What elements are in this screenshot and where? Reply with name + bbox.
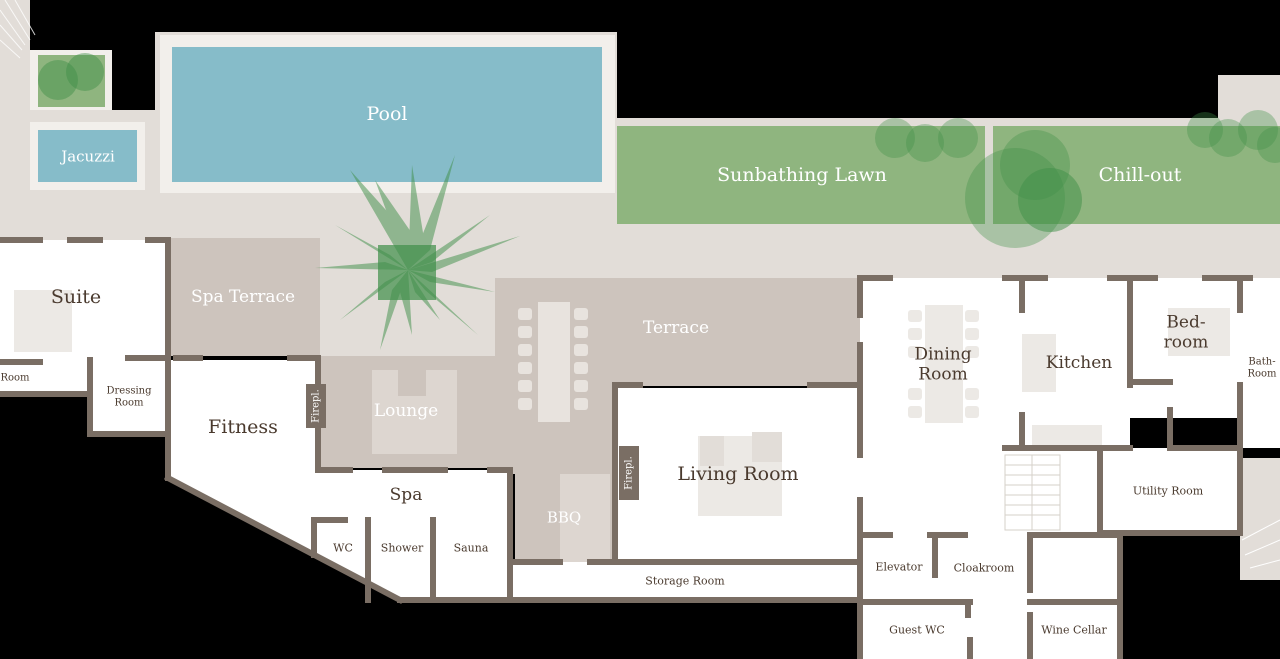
staircase [1004,454,1061,531]
label-bathroom: Bath- Room [1247,357,1276,380]
label-dining-room: Dining Room [914,345,971,384]
interior-furniture [14,290,1230,516]
sunbathing-lawn [617,126,987,224]
jacuzzi [38,130,137,182]
label-chill-out: Chill-out [1098,164,1182,187]
label-pool: Pool [366,103,408,126]
terraces [170,238,860,564]
planter-lawn [38,55,105,107]
label-shower: Shower [380,541,424,555]
dining-chairs [908,310,979,418]
label-fireplace-living: Firepl. [623,456,635,490]
label-wc: WC [333,541,353,555]
lounge-furniture [372,366,457,454]
trees [38,53,1280,248]
label-bedroom: Bed- room [1164,313,1209,352]
label-room-left: Room [0,372,30,384]
label-spa-terrace: Spa Terrace [190,287,296,308]
label-bathroom-line1: Bath- [1248,356,1276,368]
label-wine-cellar: Wine Cellar [1041,623,1107,637]
label-terrace: Terrace [642,318,710,339]
label-fitness: Fitness [208,416,278,439]
label-living-room: Living Room [677,463,799,486]
label-fireplace-lounge: Firepl. [310,389,322,423]
bbq-counter [560,474,610,564]
label-jacuzzi: Jacuzzi [61,147,115,166]
terrace-dining-table [518,302,588,422]
label-sunbathing-lawn: Sunbathing Lawn [717,164,887,187]
label-bedroom-line2: room [1163,332,1209,352]
label-dressing-line1: Dressing [106,385,152,397]
label-bbq: BBQ [546,508,582,527]
label-sauna: Sauna [453,541,489,555]
label-utility-room: Utility Room [1132,484,1204,498]
walls [0,237,1253,659]
label-dining-line1: Dining [914,344,972,365]
label-bathroom-line2: Room [1247,368,1277,379]
lawn-divider [985,120,993,230]
label-kitchen: Kitchen [1045,353,1113,374]
label-storage-room: Storage Room [645,574,725,588]
label-suite: Suite [50,286,102,309]
label-dressing-line2: Room [114,397,144,408]
fireplace-lounge [306,384,326,428]
label-spa: Spa [389,485,423,506]
label-elevator: Elevator [875,560,923,574]
label-bedroom-line1: Bed- [1166,312,1206,333]
fireplace-living [619,446,639,500]
pool [172,47,602,182]
label-lounge: Lounge [373,401,439,422]
label-guest-wc: Guest WC [889,623,945,637]
right-stairs [1240,458,1280,580]
label-dressing-room: Dressing Room [106,386,151,409]
outdoor-stairs [0,0,36,59]
label-cloakroom: Cloakroom [953,561,1015,575]
palm-planter [378,245,436,300]
label-dining-line2: Room [918,364,968,384]
